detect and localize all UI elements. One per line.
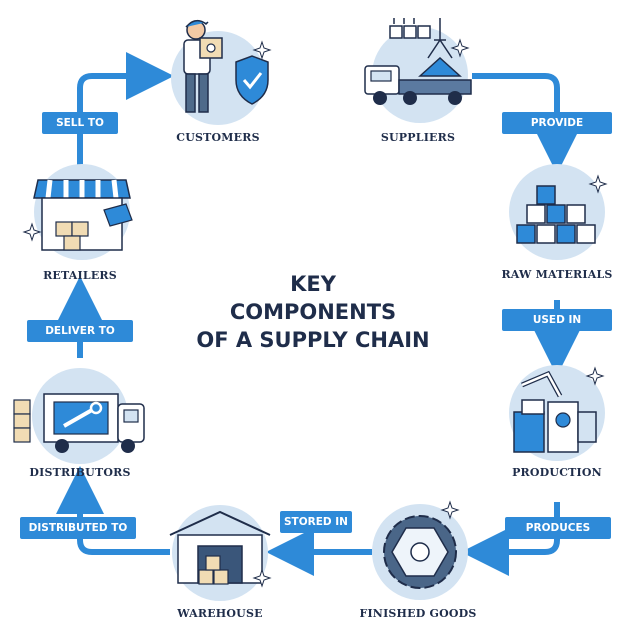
sparkle-icon [450, 38, 470, 58]
connector-tag-distributed-to: DISTRIBUTED TO [20, 517, 136, 539]
node-label-distributors: DISTRIBUTORS [29, 466, 131, 479]
retailers-illustration [22, 164, 133, 260]
title-line-2: COMPONENTS [229, 300, 397, 324]
sparkle-icon [252, 568, 272, 588]
suppliers-illustration [364, 18, 472, 123]
diagram-title: KEY COMPONENTS OF A SUPPLY CHAIN [163, 270, 463, 354]
price-tag-icon [103, 203, 133, 227]
connector-tag-produces: PRODUCES [505, 517, 611, 539]
distributors-illustration [13, 368, 145, 464]
title-line-3: OF A SUPPLY CHAIN [196, 328, 430, 352]
wrench-icon [63, 408, 93, 428]
sparkle-icon [22, 222, 42, 242]
connector-tag-sell-to: SELL TO [42, 112, 118, 134]
connector-tag-deliver-to: DELIVER TO [27, 320, 133, 342]
sparkle-icon [588, 174, 608, 194]
sparkle-icon [585, 366, 605, 386]
verified-shield-icon [235, 55, 269, 105]
arrow-retailers-to-customers [77, 52, 174, 165]
finished-goods-illustration [372, 500, 468, 600]
sparkle-icon [440, 500, 460, 520]
node-label-warehouse: WAREHOUSE [177, 607, 263, 620]
node-label-raw-materials: RAW MATERIALS [501, 268, 613, 281]
connector-tag-used-in: USED IN [502, 309, 612, 331]
connector-tag-provide: PROVIDE [502, 112, 612, 134]
node-label-customers: CUSTOMERS [176, 131, 260, 144]
node-label-retailers: RETAILERS [43, 269, 117, 282]
arrow-suppliers-to-raw-materials [472, 73, 581, 174]
production-illustration [509, 365, 605, 461]
sparkle-icon [252, 40, 272, 60]
node-label-finished-goods: FINISHED GOODS [359, 607, 477, 620]
raw-materials-illustration [509, 164, 608, 260]
arrow-warehouse-to-distributors [56, 466, 170, 555]
warehouse-illustration [169, 505, 272, 601]
node-label-suppliers: SUPPLIERS [380, 131, 456, 144]
customers-illustration [171, 19, 272, 125]
node-label-production: PRODUCTION [512, 466, 602, 479]
title-line-1: KEY [290, 272, 336, 296]
connector-tag-stored-in: STORED IN [280, 511, 352, 533]
flow-arrows [56, 52, 581, 576]
arrow-production-to-finished [461, 502, 560, 576]
